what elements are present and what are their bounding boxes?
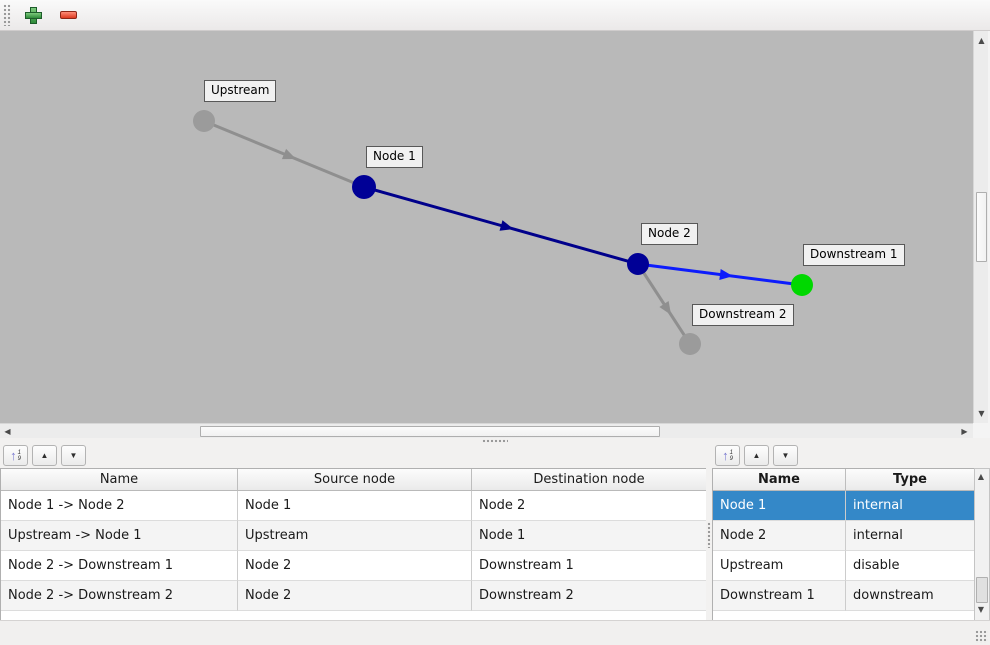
table-cell: Upstream [238, 521, 472, 551]
vscroll-thumb[interactable] [976, 192, 987, 262]
nodes-table-scrollbar[interactable]: ▲ ▼ [974, 468, 990, 622]
table-cell: internal [846, 491, 975, 521]
scroll-left-icon[interactable]: ◀ [1, 425, 14, 438]
edge-arrow-icon [659, 301, 672, 315]
node-Downstream 1[interactable] [791, 274, 813, 296]
node-Downstream 2[interactable] [679, 333, 701, 355]
canvas-tables-splitter[interactable] [0, 438, 990, 444]
scrollbar-corner [973, 423, 990, 438]
empty-row [713, 611, 975, 621]
column-header[interactable]: Source node [238, 469, 472, 491]
table-cell: Node 1 [472, 521, 707, 551]
canvas-hscrollbar[interactable]: ◀ ▶ [0, 423, 973, 438]
table-cell: Node 2 [472, 491, 707, 521]
node-Upstream[interactable] [193, 110, 215, 132]
down-arrow-icon: ▼ [781, 451, 790, 460]
edges-toolbar: ↑ 1 9 ▲ ▼ [0, 444, 706, 469]
table-cell: disable [846, 551, 975, 581]
scroll-down-icon[interactable]: ▼ [975, 603, 987, 616]
node-Node 1[interactable] [352, 175, 376, 199]
table-cell: Downstream 1 [472, 551, 707, 581]
table-cell: Node 2 -> Downstream 1 [1, 551, 238, 581]
table-cell: internal [846, 521, 975, 551]
node-label[interactable]: Upstream [204, 80, 277, 102]
graph-svg [193, 110, 813, 355]
node-label[interactable]: Downstream 2 [692, 304, 794, 326]
table-cell: Node 2 [238, 581, 472, 611]
move-up-button[interactable]: ▲ [32, 445, 57, 466]
status-bar [0, 620, 990, 645]
table-cell: Downstream 1 [713, 581, 846, 611]
node-Node 2[interactable] [627, 253, 649, 275]
add-button[interactable] [20, 2, 46, 28]
edge-arrow-icon [719, 269, 733, 280]
panes-splitter[interactable] [706, 444, 712, 620]
vscroll-thumb[interactable] [976, 577, 988, 603]
remove-button[interactable] [55, 2, 81, 28]
scroll-down-icon[interactable]: ▼ [975, 407, 988, 420]
empty-row [1, 611, 707, 621]
move-down-button[interactable]: ▼ [773, 445, 798, 466]
table-cell: downstream [846, 581, 975, 611]
right-margin [988, 31, 990, 423]
column-header[interactable]: Destination node [472, 469, 707, 491]
table-cell: Upstream -> Node 1 [1, 521, 238, 551]
edge-arrow-icon [281, 148, 297, 160]
edge-arrow-icon [499, 220, 514, 231]
column-header[interactable]: Type [846, 469, 975, 491]
node-label[interactable]: Downstream 1 [803, 244, 905, 266]
table-cell: Node 1 -> Node 2 [1, 491, 238, 521]
table-cell: Node 1 [713, 491, 846, 521]
resize-grip[interactable] [975, 630, 988, 643]
up-arrow-icon: ▲ [40, 451, 49, 460]
sort-ascending-icon: ↑ 1 9 [10, 448, 21, 463]
table-cell: Node 2 [238, 551, 472, 581]
table-cell: Upstream [713, 551, 846, 581]
splitter-grip[interactable] [482, 439, 508, 443]
sort-ascending-icon: ↑ 1 9 [722, 448, 733, 463]
down-arrow-icon: ▼ [69, 451, 78, 460]
splitter-grip[interactable] [707, 522, 711, 548]
toolbar-grip[interactable] [3, 4, 11, 26]
table-cell: Node 2 -> Downstream 2 [1, 581, 238, 611]
canvas-vscrollbar[interactable]: ▲ ▼ [973, 31, 988, 423]
scroll-up-icon[interactable]: ▲ [975, 470, 987, 483]
plus-icon [24, 6, 42, 24]
hscroll-thumb[interactable] [200, 426, 660, 437]
table-cell: Node 2 [713, 521, 846, 551]
sort-button[interactable]: ↑ 1 9 [3, 445, 28, 466]
column-header[interactable]: Name [1, 469, 238, 491]
sort-button[interactable]: ↑ 1 9 [715, 445, 740, 466]
table-cell: Node 1 [238, 491, 472, 521]
table-cell: Downstream 2 [472, 581, 707, 611]
column-header[interactable]: Name [713, 469, 846, 491]
move-up-button[interactable]: ▲ [744, 445, 769, 466]
node-label[interactable]: Node 1 [366, 146, 423, 168]
main-toolbar [0, 0, 990, 31]
up-arrow-icon: ▲ [752, 451, 761, 460]
minus-icon [59, 11, 77, 19]
move-down-button[interactable]: ▼ [61, 445, 86, 466]
nodes-toolbar: ↑ 1 9 ▲ ▼ [712, 444, 990, 469]
scroll-right-icon[interactable]: ▶ [958, 425, 971, 438]
node-label[interactable]: Node 2 [641, 223, 698, 245]
scroll-up-icon[interactable]: ▲ [975, 34, 988, 47]
